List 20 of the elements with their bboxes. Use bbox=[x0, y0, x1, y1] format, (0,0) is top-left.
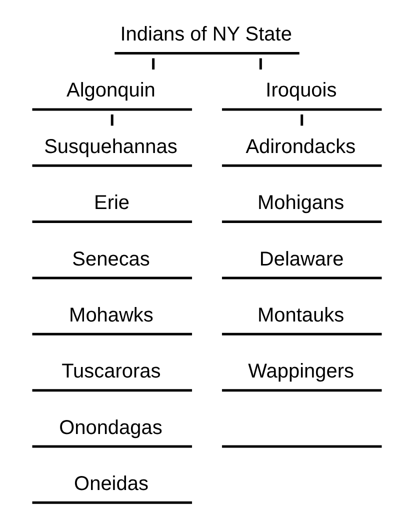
node-text: Senecas bbox=[72, 248, 150, 270]
connector bbox=[152, 58, 155, 70]
node-text: Iroquois bbox=[266, 80, 337, 102]
node-text: Delaware bbox=[259, 248, 344, 270]
node-line bbox=[222, 445, 382, 448]
node-text: Mohawks bbox=[69, 304, 154, 326]
node-text: Erie bbox=[94, 192, 130, 214]
connector bbox=[259, 58, 262, 70]
node-text: Adirondacks bbox=[246, 136, 356, 158]
node-text: Indians of NY State bbox=[120, 24, 292, 46]
node-text: Algonquin bbox=[66, 80, 156, 102]
node-text: Onondagas bbox=[59, 416, 162, 439]
node-text: Oneidas bbox=[74, 472, 148, 495]
connector bbox=[300, 114, 304, 126]
node-text: Tuscaroras bbox=[62, 360, 161, 383]
node-text: Wappingers bbox=[248, 360, 354, 383]
node-text: Susquehannas bbox=[44, 136, 178, 158]
node-text: Mohigans bbox=[258, 192, 344, 214]
node-text: Montauks bbox=[258, 304, 344, 326]
connector bbox=[110, 114, 114, 126]
